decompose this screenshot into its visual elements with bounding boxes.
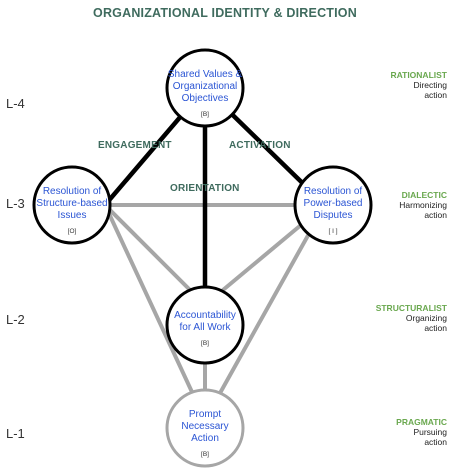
right-label-head: RATIONALIST bbox=[390, 70, 447, 80]
level-label-l3: L-3 bbox=[6, 196, 25, 211]
right-label-dialectic: DIALECTIC Harmonizing action bbox=[337, 190, 447, 220]
grey-connectors bbox=[103, 203, 327, 422]
node-code: [O] bbox=[67, 228, 77, 235]
right-label-line2: action bbox=[424, 90, 447, 100]
level-label-l4: L-4 bbox=[6, 96, 25, 111]
link-left-center bbox=[103, 203, 207, 307]
edge-label-activation: ACTIVATION bbox=[229, 140, 291, 151]
node-text-line2: Necessary bbox=[181, 421, 229, 432]
level-label-l1: L-1 bbox=[6, 426, 25, 441]
node-prompt-action: Prompt Necessary Action [B] bbox=[160, 409, 250, 461]
node-accountability: Accountability for All Work [B] bbox=[160, 310, 250, 350]
node-text-line3: Objectives bbox=[181, 93, 229, 104]
node-left-circle bbox=[32, 165, 112, 245]
node-power-disputes: Resolution of Power-based Disputes [ I ] bbox=[288, 186, 378, 238]
right-label-line2: action bbox=[424, 210, 447, 220]
node-text-line2: Organizational bbox=[172, 81, 238, 92]
node-text-line2: for All Work bbox=[179, 322, 231, 333]
right-label-pragmatic: PRAGMATIC Pursuing action bbox=[337, 417, 447, 447]
node-center-circle bbox=[165, 285, 245, 365]
node-code: [B] bbox=[201, 340, 209, 347]
node-text-line2: Power-based bbox=[303, 198, 363, 209]
node-shared-values: Shared Values & Organizational Objective… bbox=[160, 69, 250, 121]
link-left-bottom bbox=[103, 203, 207, 422]
node-structure-issues: Resolution of Structure-based Issues [O] bbox=[27, 186, 117, 238]
link-right-bottom bbox=[203, 203, 327, 422]
right-label-line2: action bbox=[424, 323, 447, 333]
level-label-l2: L-2 bbox=[6, 312, 25, 327]
node-right-circle bbox=[293, 165, 373, 245]
right-label-head: PRAGMATIC bbox=[396, 417, 447, 427]
node-code: [B] bbox=[201, 451, 209, 458]
node-text-line1: Prompt bbox=[188, 409, 222, 420]
node-code: [ I ] bbox=[328, 228, 338, 235]
right-label-line2: action bbox=[424, 437, 447, 447]
right-label-head: STRUCTURALIST bbox=[375, 303, 447, 313]
right-label-line1: Directing bbox=[413, 80, 447, 90]
node-text-line1: Accountability bbox=[174, 310, 236, 321]
node-text-line1: Shared Values & bbox=[167, 69, 243, 80]
right-label-line1: Harmonizing bbox=[399, 200, 447, 210]
right-label-structuralist: STRUCTURALIST Organizing action bbox=[337, 303, 447, 333]
node-text-line1: Resolution of bbox=[303, 186, 363, 197]
node-text-line1: Resolution of bbox=[42, 186, 102, 197]
node-text-line3: Issues bbox=[57, 210, 87, 221]
right-label-line1: Organizing bbox=[405, 313, 447, 323]
node-top-circle bbox=[165, 48, 245, 128]
node-code: [B] bbox=[201, 111, 209, 118]
right-label-head: DIALECTIC bbox=[401, 190, 447, 200]
node-text-line3: Action bbox=[191, 433, 219, 444]
diagram-title: ORGANIZATIONAL IDENTITY & DIRECTION bbox=[93, 6, 357, 20]
node-text-line2: Structure-based bbox=[36, 198, 108, 209]
edge-label-engagement: ENGAGEMENT bbox=[98, 140, 172, 151]
edge-label-orientation: ORIENTATION bbox=[170, 183, 240, 194]
right-label-line1: Pursuing bbox=[413, 427, 447, 437]
right-label-rationalist: RATIONALIST Directing action bbox=[337, 70, 447, 100]
node-text-line3: Disputes bbox=[313, 210, 353, 221]
node-bottom-circle bbox=[165, 388, 245, 468]
